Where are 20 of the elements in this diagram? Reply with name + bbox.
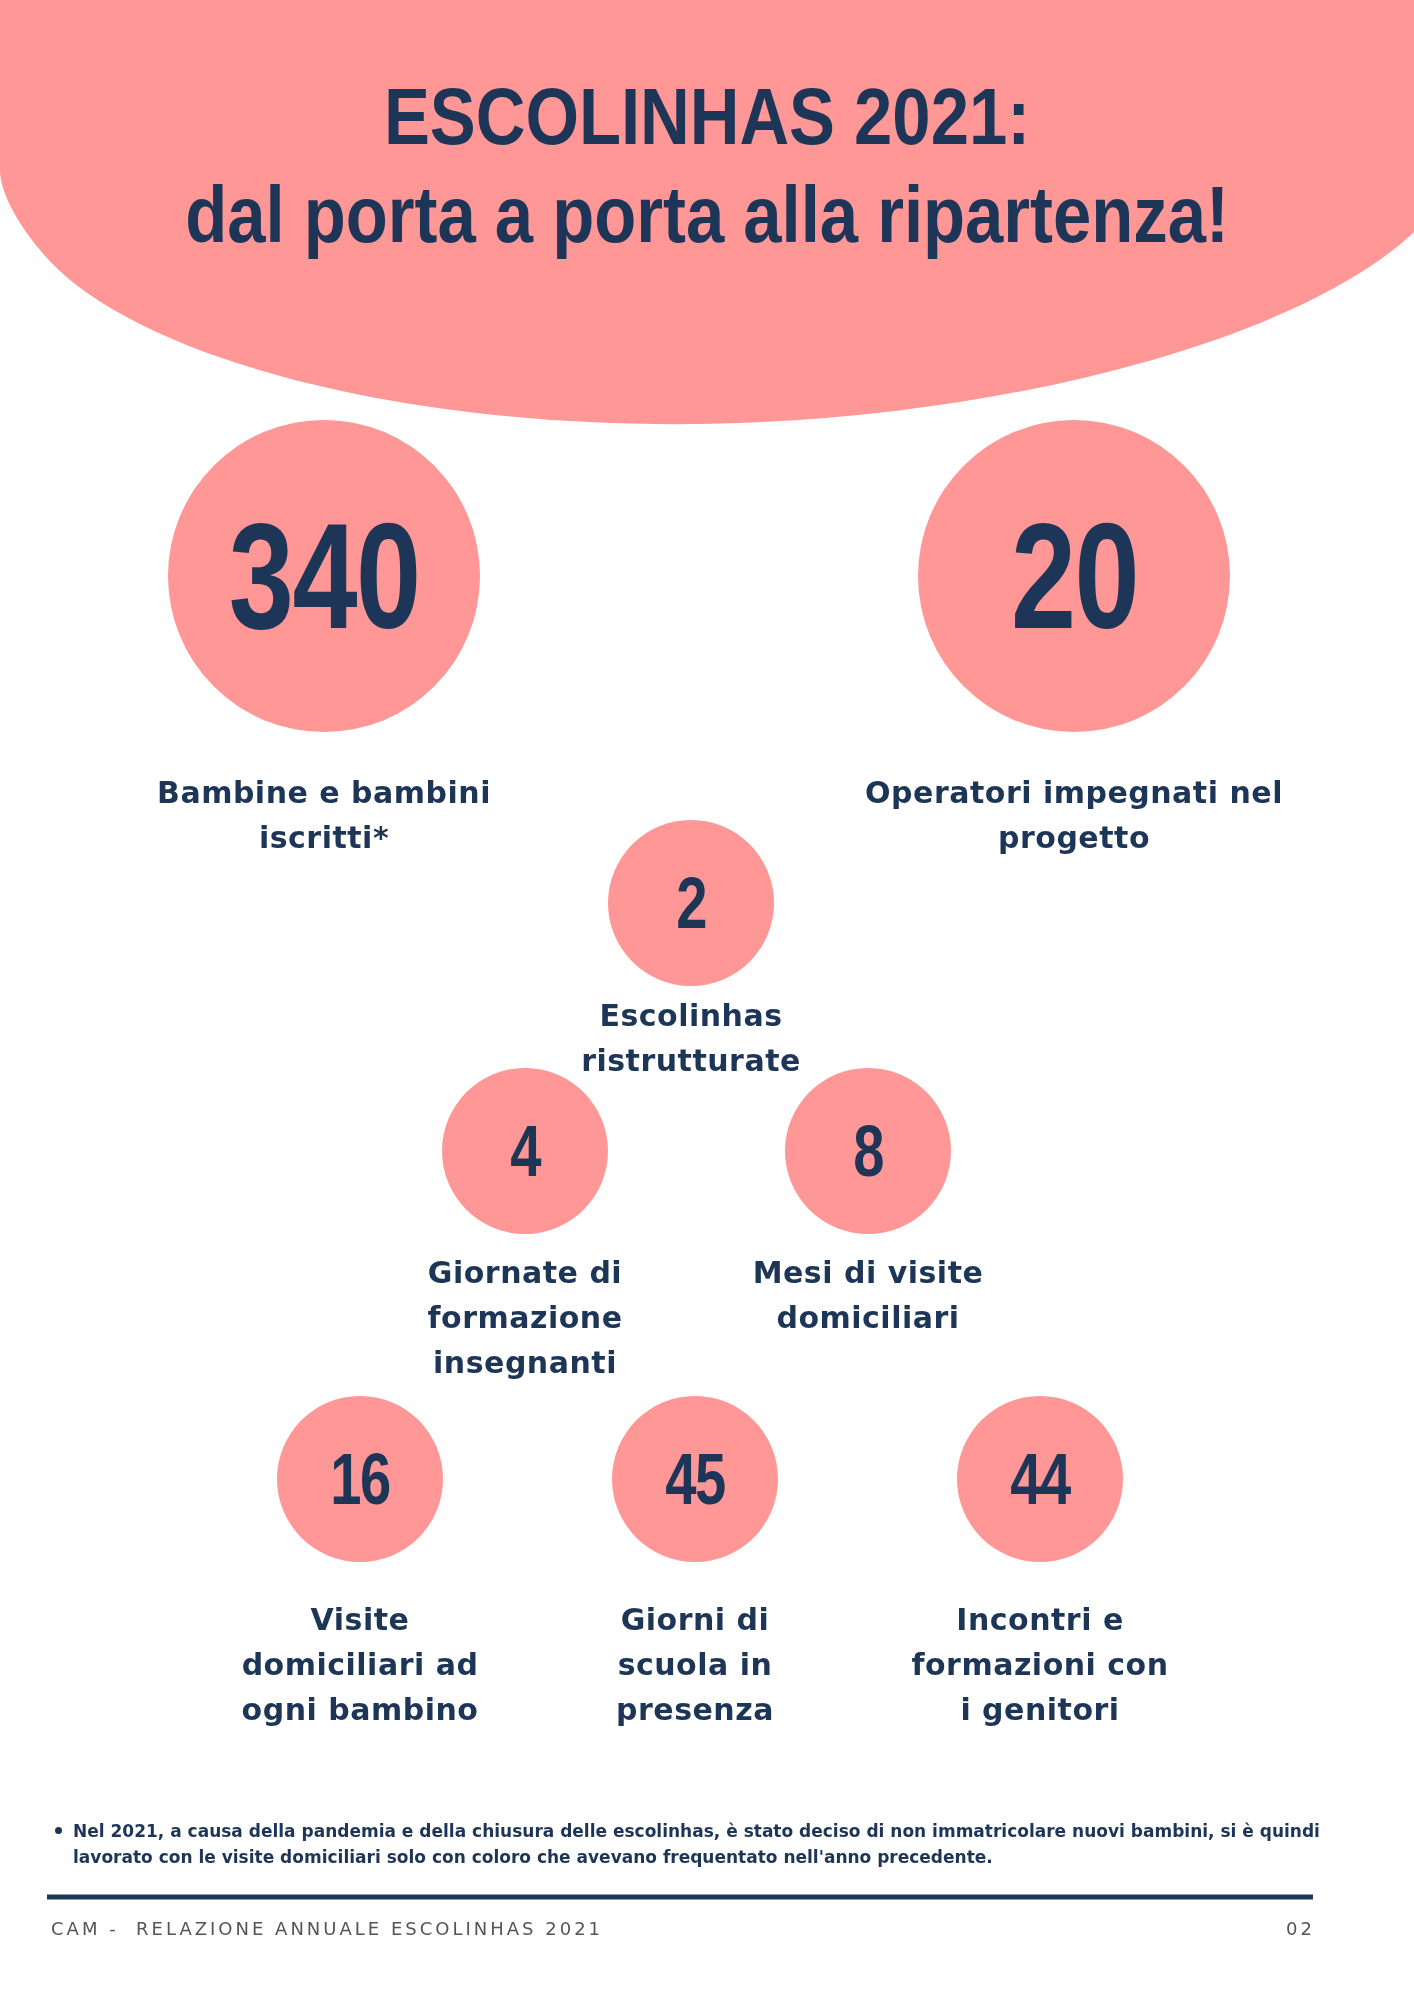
footnote-text: Nel 2021, a causa della pandemia e della chiusura delle escolinhas, è stato deciso di non immatricolare nuovi bambini, si è quindi lavorato con le visite domiciliari solo con coloro che avevano frequentato nell'anno precedente.	[73, 1821, 1320, 1867]
stat-number: 8	[853, 1110, 883, 1192]
stat-caption: Giorni di scuola in presenza	[615, 1601, 775, 1729]
stat-caption: Mesi di visite domiciliari	[751, 1254, 985, 1337]
stat-number: 45	[665, 1438, 725, 1520]
stat-caption: Escolinhas ristrutturate	[580, 997, 802, 1080]
title: ESCOLINHAS 2021: dal porta a porta alla ripartenza!	[184, 71, 1230, 261]
page-number: 02	[1285, 1918, 1315, 1939]
stat-number: 340	[228, 490, 420, 662]
stat-number: 20	[1010, 490, 1138, 662]
stat-number: 44	[1010, 1438, 1070, 1520]
stat-caption: Giornate di formazione insegnanti	[426, 1254, 624, 1382]
stat-number: 16	[330, 1438, 390, 1520]
stat-number: 4	[510, 1110, 540, 1192]
stat-caption: Operatori impegnati nel progetto	[864, 774, 1284, 857]
footer-text: CAM - RELAZIONE ANNUALE ESCOLINHAS 2021	[51, 1918, 605, 1939]
stat-number: 2	[676, 862, 706, 944]
stat-caption: Bambine e bambini iscritti*	[156, 774, 492, 857]
stat-caption: Incontri e formazioni con i genitori	[910, 1601, 1170, 1729]
stat-caption: Visite domiciliari ad ogni bambino	[240, 1601, 480, 1729]
